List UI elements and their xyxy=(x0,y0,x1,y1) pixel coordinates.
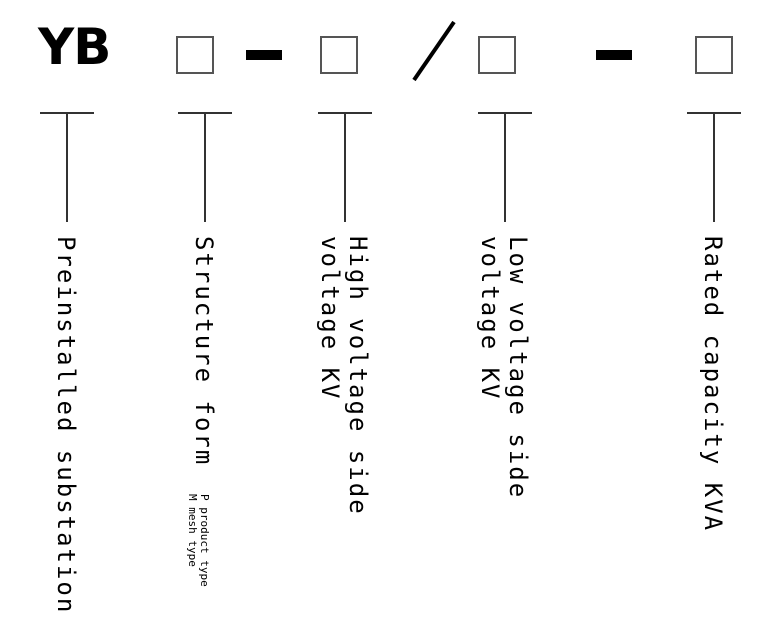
note-product-type: P product type xyxy=(198,494,211,587)
low-voltage-box xyxy=(478,36,516,74)
label-high-voltage: High voltage side voltage KV xyxy=(316,236,372,516)
label-low-voltage: Low voltage side voltage KV xyxy=(476,236,532,500)
callout-line-2 xyxy=(204,112,206,222)
separator-slash xyxy=(412,20,456,82)
callout-line-4 xyxy=(504,112,506,222)
callout-line-3 xyxy=(344,112,346,222)
model-prefix: YB xyxy=(38,18,111,76)
separator-dash-2 xyxy=(596,50,632,60)
note-mesh-type: M mesh type xyxy=(186,494,199,567)
callout-line-5 xyxy=(713,112,715,222)
separator-dash-1 xyxy=(246,50,282,60)
label-rated-capacity: Rated capacity KVA xyxy=(699,236,727,533)
high-voltage-box xyxy=(320,36,358,74)
label-preinstalled-substation: Preinstalled substation xyxy=(52,236,80,615)
label-structure-form: Structure form xyxy=(190,236,218,467)
rated-capacity-box xyxy=(695,36,733,74)
structure-form-box xyxy=(176,36,214,74)
callout-line-1 xyxy=(66,112,68,222)
